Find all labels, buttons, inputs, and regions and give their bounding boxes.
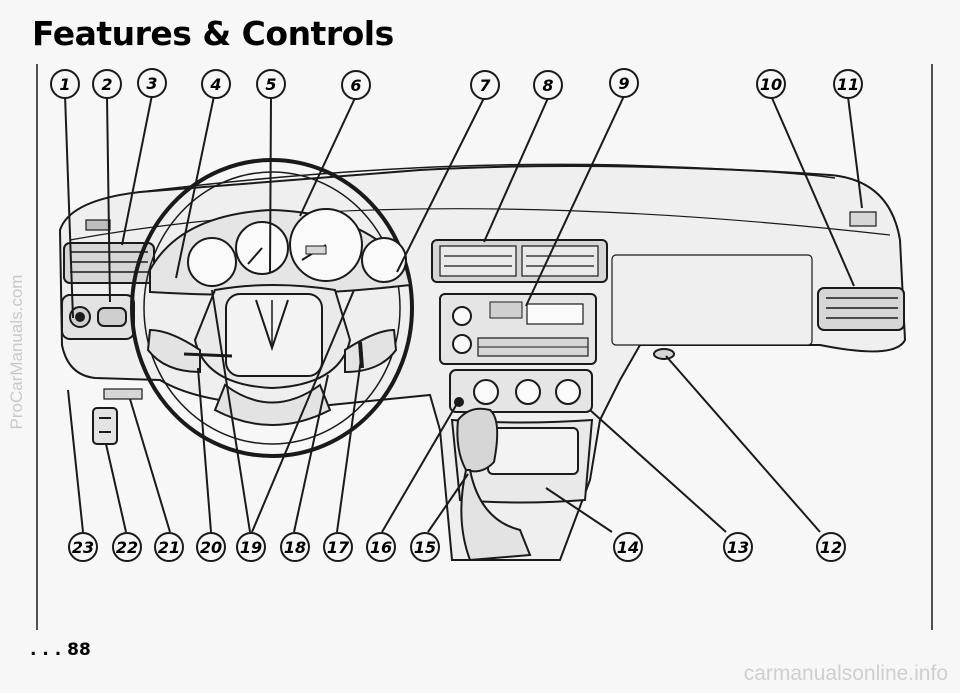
callout-12: 12 — [820, 538, 842, 557]
page-title: Features & Controls — [32, 14, 394, 53]
callout-16: 16 — [370, 538, 392, 557]
callout-11: 11 — [837, 75, 859, 94]
callout-6: 6 — [350, 76, 361, 95]
callout-8: 8 — [542, 76, 553, 95]
side-watermark: ProCarManuals.com — [7, 274, 26, 430]
callout-21: 21 — [158, 538, 180, 557]
callout-4: 4 — [209, 75, 221, 94]
callout-22: 22 — [116, 538, 138, 557]
callout-15: 15 — [414, 538, 436, 557]
callout-18: 18 — [284, 538, 306, 557]
callout-3: 3 — [146, 74, 157, 93]
page-number: . . . 88 — [30, 640, 91, 660]
callout-9: 9 — [618, 74, 629, 93]
callout-20: 20 — [200, 538, 222, 557]
callout-7: 7 — [479, 76, 491, 95]
callout-13: 13 — [727, 538, 749, 557]
callout-19: 19 — [240, 538, 262, 557]
callout-1: 1 — [59, 75, 70, 94]
callout-10: 10 — [760, 75, 782, 94]
bottom-watermark: carmanualsonline.info — [743, 662, 948, 685]
callout-2: 2 — [101, 75, 112, 94]
callout-14: 14 — [617, 538, 639, 557]
callout-23: 23 — [72, 538, 94, 557]
callout-5: 5 — [265, 75, 276, 94]
callout-17: 17 — [327, 538, 350, 557]
